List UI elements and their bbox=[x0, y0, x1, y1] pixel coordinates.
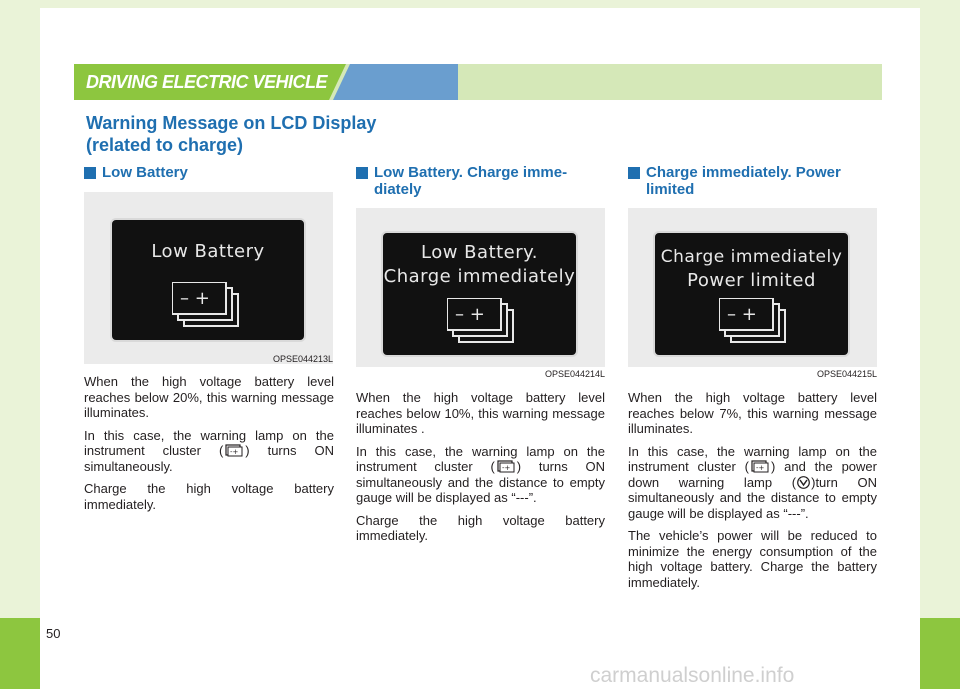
page-number: 50 bbox=[46, 626, 61, 641]
lcd-message-line-2: Power limited bbox=[687, 270, 816, 291]
section-title: Warning Message on LCD Display (related … bbox=[86, 112, 376, 156]
lcd-message-line-2: Charge immediately bbox=[383, 266, 576, 287]
header-bar-shape bbox=[74, 64, 882, 100]
paragraph: When the high voltage battery level reac… bbox=[356, 390, 605, 436]
body-text-power-limited: When the high voltage battery level reac… bbox=[628, 390, 877, 597]
figure-power-limited: Charge immediately Power limited – + bbox=[628, 208, 877, 367]
bullet-square-icon bbox=[628, 167, 640, 179]
text-span: ) turns ON simultaneously and the distan… bbox=[356, 459, 605, 505]
right-page-tab bbox=[920, 618, 960, 689]
paragraph: In this case, the warning lamp on the in… bbox=[628, 444, 877, 522]
text-span: ) turns ON simultaneously. bbox=[84, 443, 334, 474]
lcd-display: Charge immediately Power limited – + bbox=[653, 231, 850, 357]
body-text-low-battery: When the high voltage battery level reac… bbox=[84, 374, 334, 519]
svg-text:– +: – + bbox=[727, 304, 757, 325]
svg-text:-+: -+ bbox=[756, 464, 765, 472]
heading-line-1: Charge immediately. Power bbox=[646, 164, 841, 181]
figure-code: OPSE044213L bbox=[272, 354, 333, 364]
figure-low-battery: Low Battery – + bbox=[84, 192, 333, 364]
lcd-message-line-1: Low Battery bbox=[151, 241, 265, 262]
column-charge-immediately: Low Battery. Charge imme- diately bbox=[356, 164, 606, 198]
heading-text: Low Battery. Charge imme- diately bbox=[374, 164, 567, 198]
heading-charge-immediately: Low Battery. Charge imme- diately bbox=[356, 164, 606, 198]
left-page-tab bbox=[0, 618, 40, 689]
body-text-charge-immediately: When the high voltage battery level reac… bbox=[356, 390, 605, 551]
battery-warning-icon: – + bbox=[172, 282, 239, 327]
heading-line-2: limited bbox=[646, 181, 695, 198]
paragraph: In this case, the warning lamp on the in… bbox=[356, 444, 605, 506]
lcd-message-line-1: Low Battery. bbox=[421, 242, 538, 263]
battery-warning-lamp-icon: -+ bbox=[751, 460, 769, 473]
chapter-title: DRIVING ELECTRIC VEHICLE bbox=[86, 72, 328, 92]
svg-text:– +: – + bbox=[180, 288, 210, 309]
battery-warning-icon: – + bbox=[447, 298, 514, 343]
battery-warning-lamp-icon: -+ bbox=[225, 444, 243, 457]
svg-text:-+: -+ bbox=[502, 464, 511, 472]
heading-line-1: Low Battery. Charge imme- bbox=[374, 164, 568, 181]
text-span: In this case, the warning lamp on the in… bbox=[356, 443, 605, 475]
heading-low-battery: Low Battery bbox=[84, 164, 334, 181]
text-span: ) and the power down warning lamp ( bbox=[628, 459, 877, 490]
text-span: In this case, the warning lamp on the in… bbox=[628, 443, 877, 475]
left-margin-band bbox=[0, 0, 40, 689]
section-title-line-1: Warning Message on LCD Display bbox=[86, 113, 377, 133]
heading-text: Low Battery bbox=[102, 164, 188, 181]
svg-text:– +: – + bbox=[455, 304, 485, 325]
paragraph: Charge the high voltage battery immediat… bbox=[356, 512, 605, 544]
top-margin-band bbox=[40, 0, 920, 8]
power-down-warning-lamp-icon bbox=[797, 475, 811, 489]
paragraph: The vehicle’s power will be reduced to m… bbox=[628, 528, 877, 590]
battery-warning-lamp-icon: -+ bbox=[497, 460, 515, 473]
watermark: carmanualsonline.info bbox=[590, 664, 795, 687]
text-span: )turn ON simultaneously and the distance… bbox=[628, 474, 878, 521]
paragraph: When the high voltage battery level reac… bbox=[628, 390, 877, 436]
svg-text:-+: -+ bbox=[230, 448, 239, 456]
paragraph: When the high voltage battery level reac… bbox=[84, 374, 334, 420]
lcd-display: Low Battery. Charge immediately – + bbox=[381, 231, 578, 357]
paragraph: In this case, the warning lamp on the in… bbox=[84, 428, 334, 475]
right-margin-band bbox=[920, 0, 960, 689]
heading-text: Charge immediately. Power limited bbox=[646, 164, 841, 198]
section-title-line-2: (related to charge) bbox=[86, 135, 244, 155]
figure-code: OPSE044215L bbox=[816, 369, 877, 379]
lcd-display: Low Battery – + bbox=[110, 218, 306, 342]
chapter-header-bar: DRIVING ELECTRIC VEHICLE bbox=[74, 64, 882, 100]
lcd-message-line-1: Charge immediately bbox=[660, 247, 843, 267]
bullet-square-icon bbox=[84, 167, 96, 179]
figure-charge-immediately: Low Battery. Charge immediately – + bbox=[356, 208, 605, 367]
column-low-battery: Low Battery bbox=[84, 164, 334, 181]
figure-code: OPSE044214L bbox=[544, 369, 605, 379]
bullet-square-icon bbox=[356, 167, 368, 179]
column-power-limited: Charge immediately. Power limited bbox=[628, 164, 878, 198]
heading-line-2: diately bbox=[374, 181, 422, 198]
heading-power-limited: Charge immediately. Power limited bbox=[628, 164, 878, 198]
paragraph: Charge the high voltage battery immediat… bbox=[84, 481, 334, 512]
text-span: In this case, the warning lamp on the in… bbox=[84, 427, 334, 459]
battery-warning-icon: – + bbox=[719, 298, 786, 343]
